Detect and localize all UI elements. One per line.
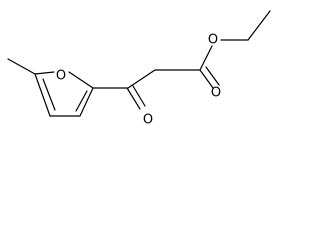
structure-diagram: O O O O xyxy=(7,10,271,128)
atom-ester-oxygen-double: O xyxy=(211,86,221,101)
atom-ester-oxygen-single: O xyxy=(208,33,218,48)
bond-ketone-to-ch2 xyxy=(127,69,156,89)
bond-methyl xyxy=(7,58,36,75)
bond-c2-c3-inner xyxy=(75,90,88,112)
bond-ch2-ch3 xyxy=(247,10,271,41)
bond-c5-o1 xyxy=(34,71,55,75)
bond-o1-c2 xyxy=(68,71,94,89)
bond-c4-c5-inner xyxy=(42,78,56,111)
bond-ketone-co-second xyxy=(132,85,146,107)
bond-c2-c3 xyxy=(79,87,94,117)
atom-ring-oxygen: O xyxy=(56,69,66,84)
bond-ester-co xyxy=(199,69,214,89)
bond-ketone-co xyxy=(126,87,141,110)
bond-ester-co-second xyxy=(205,66,220,86)
bond-ester-co-single xyxy=(199,45,213,71)
bond-c4-c5 xyxy=(34,73,51,117)
molecule-svg: O O O O xyxy=(7,10,271,128)
atom-ketone-oxygen: O xyxy=(143,113,153,128)
